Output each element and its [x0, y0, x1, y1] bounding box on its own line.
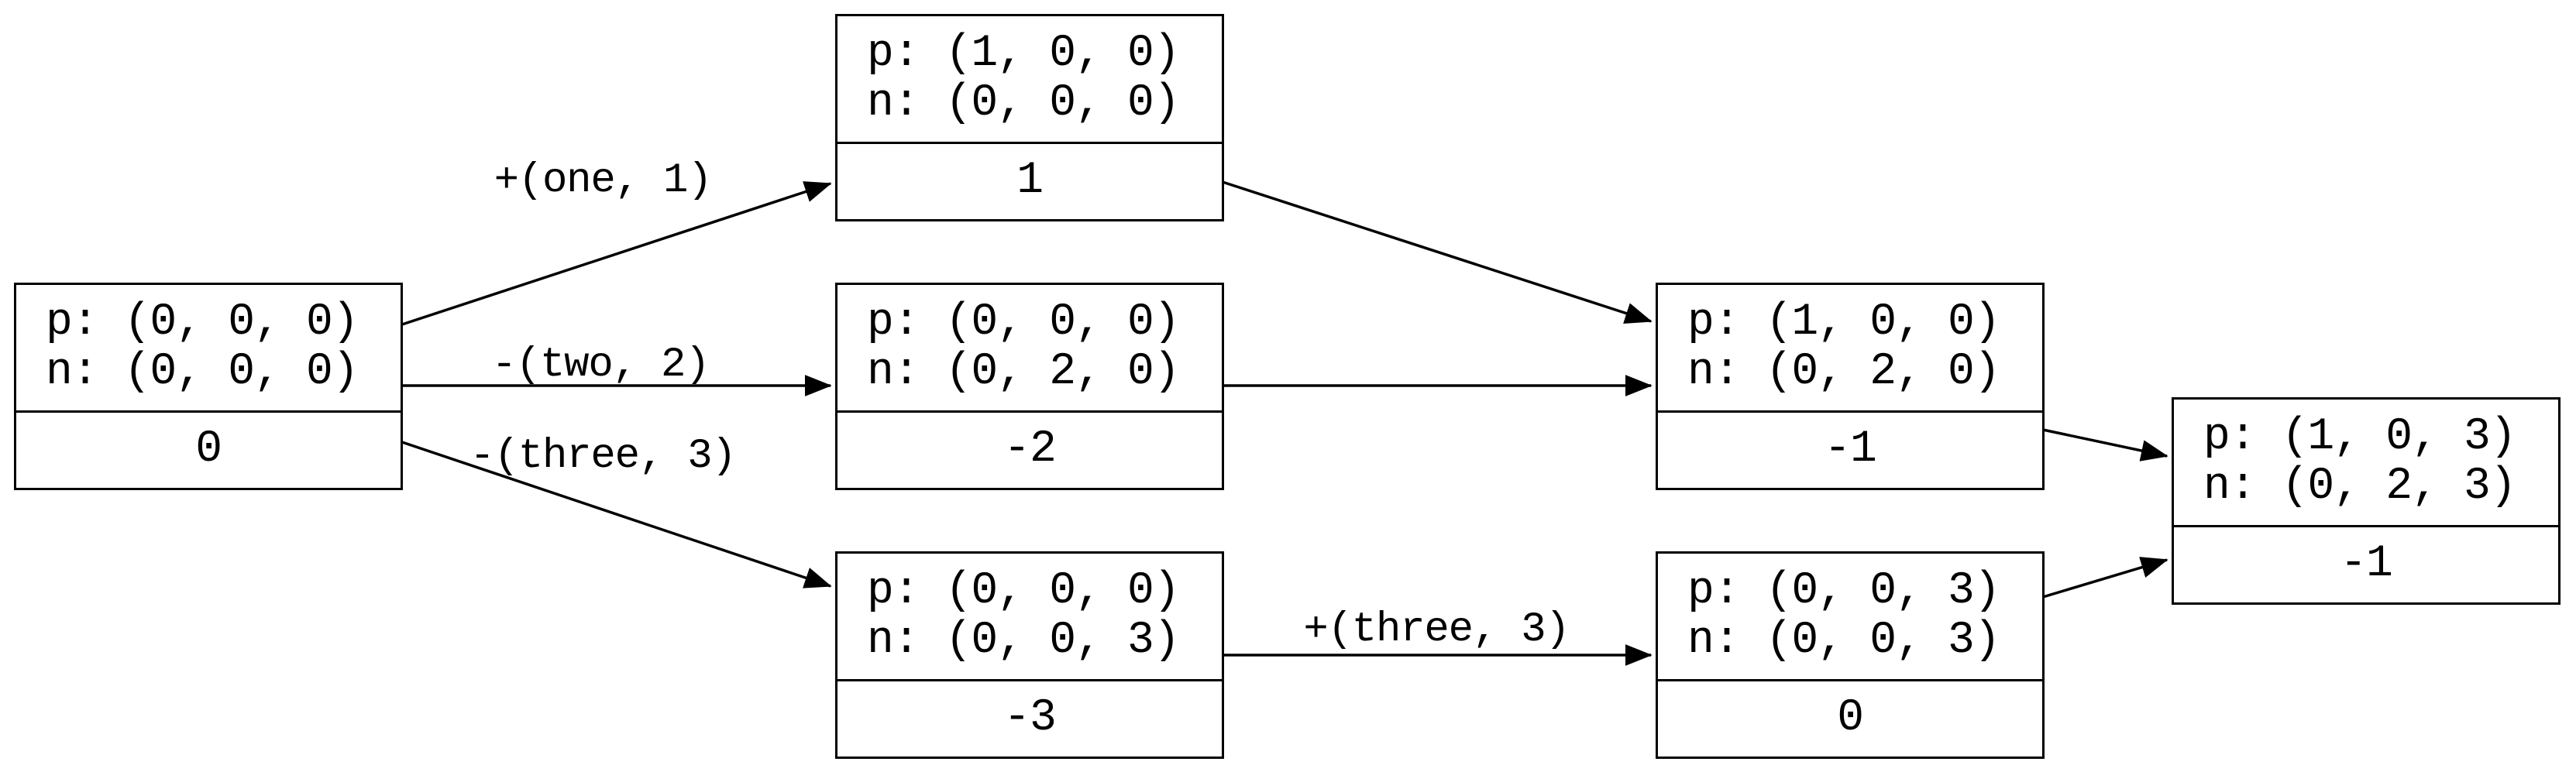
- node-one-and-two-p: p: (1, 0, 0): [1687, 297, 2000, 348]
- node-result-fields: p: (1, 0, 3) n: (0, 2, 3): [2174, 400, 2558, 527]
- node-one-and-two-value: -1: [1824, 424, 1876, 475]
- edge-one-and-two-to-result: [2042, 428, 2168, 461]
- node-minus-two: p: (0, 0, 0) n: (0, 2, 0) -2: [835, 283, 1224, 490]
- node-result: p: (1, 0, 3) n: (0, 2, 3) -1: [2172, 397, 2561, 605]
- node-three-and-three-fields: p: (0, 0, 3) n: (0, 0, 3): [1658, 554, 2042, 681]
- node-minus-three: p: (0, 0, 0) n: (0, 0, 3) -3: [835, 551, 1224, 759]
- node-minus-three-p: p: (0, 0, 0): [867, 565, 1180, 616]
- edge-label-minus-two: -(two, 2): [491, 341, 710, 389]
- node-result-p: p: (1, 0, 3): [2203, 411, 2516, 462]
- node-start: p: (0, 0, 0) n: (0, 0, 0) 0: [14, 283, 403, 490]
- node-minus-two-n: n: (0, 2, 0): [867, 346, 1180, 397]
- node-start-fields: p: (0, 0, 0) n: (0, 0, 0): [16, 285, 401, 413]
- node-minus-three-value: -3: [1003, 693, 1056, 743]
- edge-label-plus-one: +(one, 1): [494, 157, 713, 204]
- node-start-n: n: (0, 0, 0): [46, 346, 359, 397]
- node-minus-two-value: -2: [1003, 424, 1056, 475]
- node-three-and-three: p: (0, 0, 3) n: (0, 0, 3) 0: [1656, 551, 2045, 759]
- node-start-value: 0: [195, 424, 222, 475]
- node-one-and-two-n: n: (0, 2, 0): [1687, 346, 2000, 397]
- edge-plus-one-to-one-and-two: [1222, 180, 1653, 324]
- edge-three-and-three-to-result: [2042, 557, 2168, 599]
- node-three-and-three-p: p: (0, 0, 3): [1687, 565, 2000, 616]
- node-plus-one-p: p: (1, 0, 0): [867, 28, 1180, 79]
- edge-label-minus-three: -(three, 3): [469, 433, 736, 480]
- node-minus-two-p: p: (0, 0, 0): [867, 297, 1180, 348]
- node-minus-two-fields: p: (0, 0, 0) n: (0, 2, 0): [837, 285, 1222, 413]
- node-result-value: -1: [2340, 539, 2392, 589]
- node-three-and-three-value: 0: [1837, 693, 1864, 743]
- edge-start-to-plus-one: [399, 181, 832, 327]
- node-plus-one: p: (1, 0, 0) n: (0, 0, 0) 1: [835, 14, 1224, 221]
- edge-start-to-minus-three: [399, 440, 832, 588]
- node-start-p: p: (0, 0, 0): [46, 297, 359, 348]
- node-plus-one-fields: p: (1, 0, 0) n: (0, 0, 0): [837, 16, 1222, 144]
- node-one-and-two-fields: p: (1, 0, 0) n: (0, 2, 0): [1658, 285, 2042, 413]
- edge-label-plus-three: +(three, 3): [1303, 606, 1570, 654]
- node-result-n: n: (0, 2, 3): [2203, 461, 2516, 512]
- node-minus-three-n: n: (0, 0, 3): [867, 615, 1180, 666]
- node-minus-three-fields: p: (0, 0, 0) n: (0, 0, 3): [837, 554, 1222, 681]
- node-plus-one-value: 1: [1016, 156, 1044, 206]
- node-plus-one-n: n: (0, 0, 0): [867, 77, 1180, 129]
- node-three-and-three-n: n: (0, 0, 3): [1687, 615, 2000, 666]
- node-one-and-two: p: (1, 0, 0) n: (0, 2, 0) -1: [1656, 283, 2045, 490]
